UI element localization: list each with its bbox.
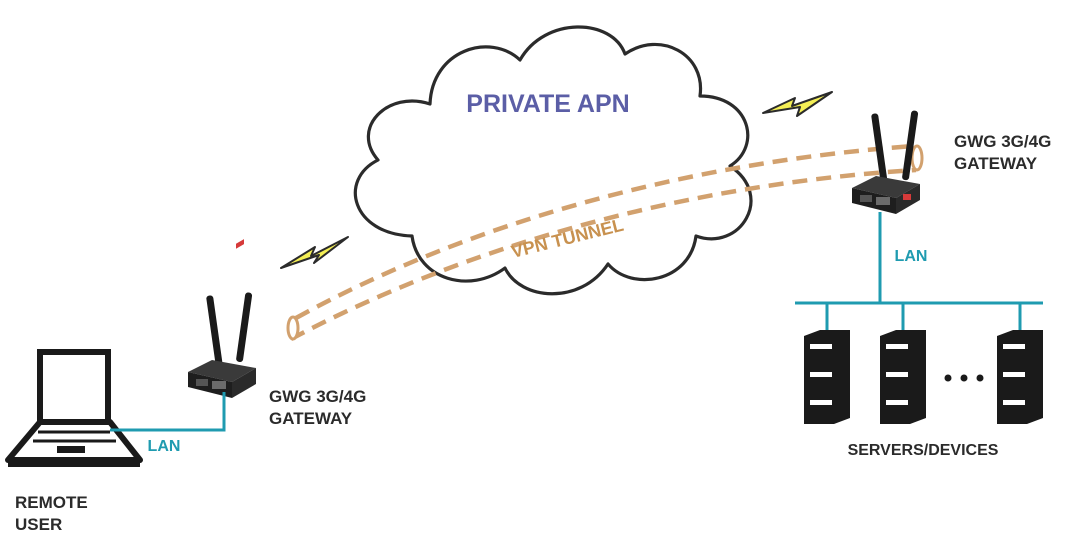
tunnel-lower-edge (289, 167, 917, 341)
left-lan-connection: LAN (110, 392, 226, 455)
remote-user-label-line2: USER (15, 515, 62, 534)
server-icon (997, 330, 1043, 424)
right-lan-label: LAN (895, 248, 928, 265)
server-icon (880, 330, 926, 424)
left-lan-label: LAN (148, 438, 181, 455)
ellipsis-icon (944, 374, 984, 382)
tunnel-upper-edge (294, 143, 915, 320)
right-lightning-bolt-icon (762, 91, 833, 117)
right-gateway-label-line1: GWG 3G/4G (954, 132, 1051, 151)
laptop-icon (5, 349, 143, 467)
right-gateway-label-line2: GATEWAY (954, 154, 1038, 173)
left-gateway-router-icon (188, 239, 256, 398)
right-gateway-router-icon (852, 110, 920, 214)
tunnel-left-end (286, 315, 300, 341)
server-icon (804, 330, 850, 424)
left-gateway-label-line1: GWG 3G/4G (269, 387, 366, 406)
private-apn-cloud: PRIVATE APN (353, 25, 753, 296)
cloud-title: PRIVATE APN (466, 90, 629, 118)
tunnel-right-end (910, 144, 924, 172)
right-lan-connection: LAN (795, 212, 1043, 333)
left-lightning-bolt-icon (280, 236, 349, 269)
left-gateway-label-line2: GATEWAY (269, 409, 353, 428)
servers-label: SERVERS/DEVICES (848, 442, 999, 459)
remote-user-label-line1: REMOTE (15, 493, 88, 512)
